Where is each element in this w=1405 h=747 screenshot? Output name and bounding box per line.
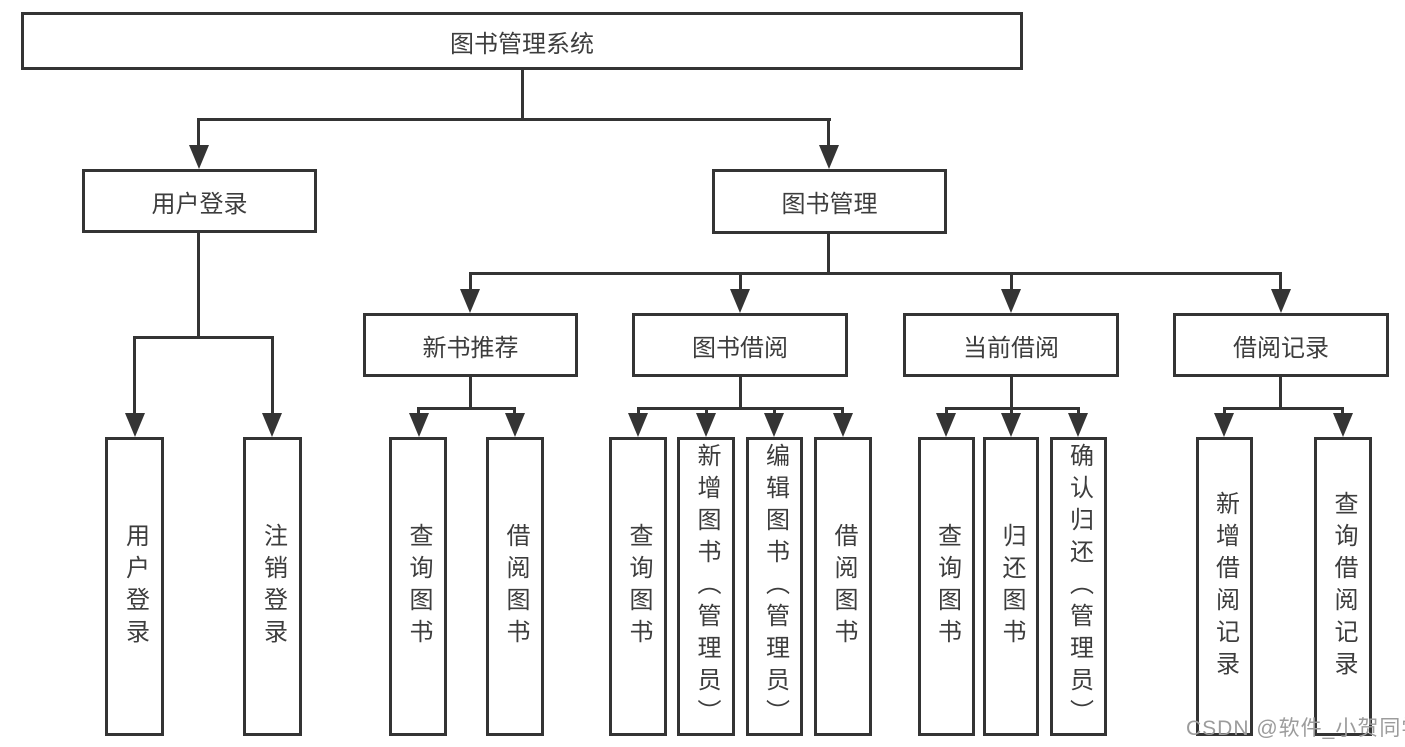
connector-drop-leaf — [1010, 407, 1013, 415]
node-current-borrowing: 当前借阅 — [903, 313, 1119, 377]
arrow-down-icon — [936, 413, 956, 437]
connector-stem — [469, 377, 472, 407]
connector-drop-leaf — [945, 407, 948, 415]
connector-drop-level3 — [739, 272, 742, 291]
arrow-down-icon — [460, 289, 480, 313]
node-label: 新增借阅记录 — [1211, 490, 1239, 683]
node-label: 借阅记录 — [1233, 334, 1329, 362]
connector-branch — [418, 407, 516, 410]
arrow-down-icon — [262, 413, 282, 437]
connector-root-branch — [198, 118, 831, 121]
node-label: 查询图书 — [405, 522, 432, 651]
node-label: 当前借阅 — [963, 334, 1059, 362]
node-book-borrowing: 图书借阅 — [632, 313, 848, 377]
connector-drop-leaf — [1341, 407, 1344, 415]
node-label: 借阅图书 — [830, 522, 857, 651]
connector-user-login-stem — [197, 233, 200, 336]
arrow-down-icon — [1214, 413, 1234, 437]
connector-drop-level3 — [1010, 272, 1013, 291]
arrow-down-icon — [1001, 413, 1021, 437]
connector-book-mgmt-stem — [827, 234, 830, 274]
leaf-edit-books-admin: 编辑图书（管理员） — [746, 437, 803, 736]
connector-drop-leaf — [513, 407, 516, 415]
leaf-query-books-rec: 查询图书 — [389, 437, 447, 736]
node-label: 查询图书 — [933, 522, 961, 651]
arrow-down-icon — [730, 289, 750, 313]
leaf-query-books-current: 查询图书 — [918, 437, 975, 736]
node-label: 新书推荐 — [422, 334, 519, 362]
leaf-confirm-return-admin: 确认归还（管理员） — [1050, 437, 1107, 736]
arrow-down-icon — [696, 413, 716, 437]
node-label: 图书管理系统 — [450, 30, 594, 58]
node-label: 新增图书（管理员） — [693, 442, 720, 731]
leaf-borrow-books: 借阅图书 — [814, 437, 872, 736]
node-label: 查询图书 — [625, 522, 652, 651]
arrow-down-icon — [505, 413, 525, 437]
node-user-login: 用户登录 — [82, 169, 317, 233]
arrow-down-icon — [833, 413, 853, 437]
node-label: 图书管理 — [781, 191, 878, 218]
node-label: 注销登录 — [259, 522, 287, 651]
connector-drop-leaf — [133, 336, 136, 415]
connector-drop-level3 — [1279, 272, 1282, 291]
connector-drop-leaf — [1077, 407, 1080, 415]
leaf-borrow-books-rec: 借阅图书 — [486, 437, 544, 736]
node-borrowing-records: 借阅记录 — [1173, 313, 1389, 377]
node-label: 图书借阅 — [692, 334, 788, 362]
connector-user-login-branch — [134, 336, 274, 339]
node-new-book-recommendation: 新书推荐 — [363, 313, 578, 377]
node-label: 用户登录 — [121, 522, 149, 651]
connector-branch — [638, 407, 844, 410]
connector-root-stem — [521, 70, 524, 119]
connector-drop-leaf — [417, 407, 420, 415]
node-label: 归还图书 — [998, 522, 1025, 651]
arrow-down-icon — [1271, 289, 1291, 313]
connector-stem — [1010, 377, 1013, 407]
leaf-return-books: 归还图书 — [983, 437, 1039, 736]
connector-drop-leaf — [637, 407, 640, 415]
connector-drop-level3 — [469, 272, 472, 291]
node-book-management: 图书管理 — [712, 169, 947, 234]
leaf-query-books-borrow: 查询图书 — [609, 437, 667, 736]
arrow-down-icon — [189, 145, 209, 169]
connector-branch — [1224, 407, 1344, 410]
arrow-down-icon — [125, 413, 145, 437]
leaf-logout: 注销登录 — [243, 437, 302, 736]
leaf-user-login: 用户登录 — [105, 437, 164, 736]
arrow-down-icon — [819, 145, 839, 169]
node-label: 查询借阅记录 — [1330, 490, 1357, 683]
arrow-down-icon — [409, 413, 429, 437]
leaf-add-books-admin: 新增图书（管理员） — [677, 437, 735, 736]
node-label: 确认归还（管理员） — [1065, 442, 1093, 731]
leaf-query-borrow-record: 查询借阅记录 — [1314, 437, 1372, 736]
arrow-down-icon — [1001, 289, 1021, 313]
node-library-management-system: 图书管理系统 — [21, 12, 1023, 70]
connector-stem — [1279, 377, 1282, 407]
arrow-down-icon — [764, 413, 784, 437]
connector-book-mgmt-branch — [470, 272, 1282, 275]
csdn-watermark: CSDN @软件_小贺同学 — [1186, 717, 1405, 740]
node-label: 编辑图书（管理员） — [761, 442, 789, 731]
connector-stem — [739, 377, 742, 407]
connector-drop-leaf — [705, 407, 708, 415]
node-label: 借阅图书 — [502, 522, 529, 651]
arrow-down-icon — [1333, 413, 1353, 437]
arrow-down-icon — [628, 413, 648, 437]
connector-drop-user-login — [197, 118, 200, 147]
leaf-add-borrow-record: 新增借阅记录 — [1196, 437, 1253, 736]
connector-drop-leaf — [773, 407, 776, 415]
connector-drop-leaf — [271, 336, 274, 415]
node-label: 用户登录 — [151, 190, 248, 218]
arrow-down-icon — [1068, 413, 1088, 437]
connector-drop-leaf — [1223, 407, 1226, 415]
connector-drop-leaf — [841, 407, 844, 415]
connector-drop-book-mgmt — [827, 118, 830, 147]
